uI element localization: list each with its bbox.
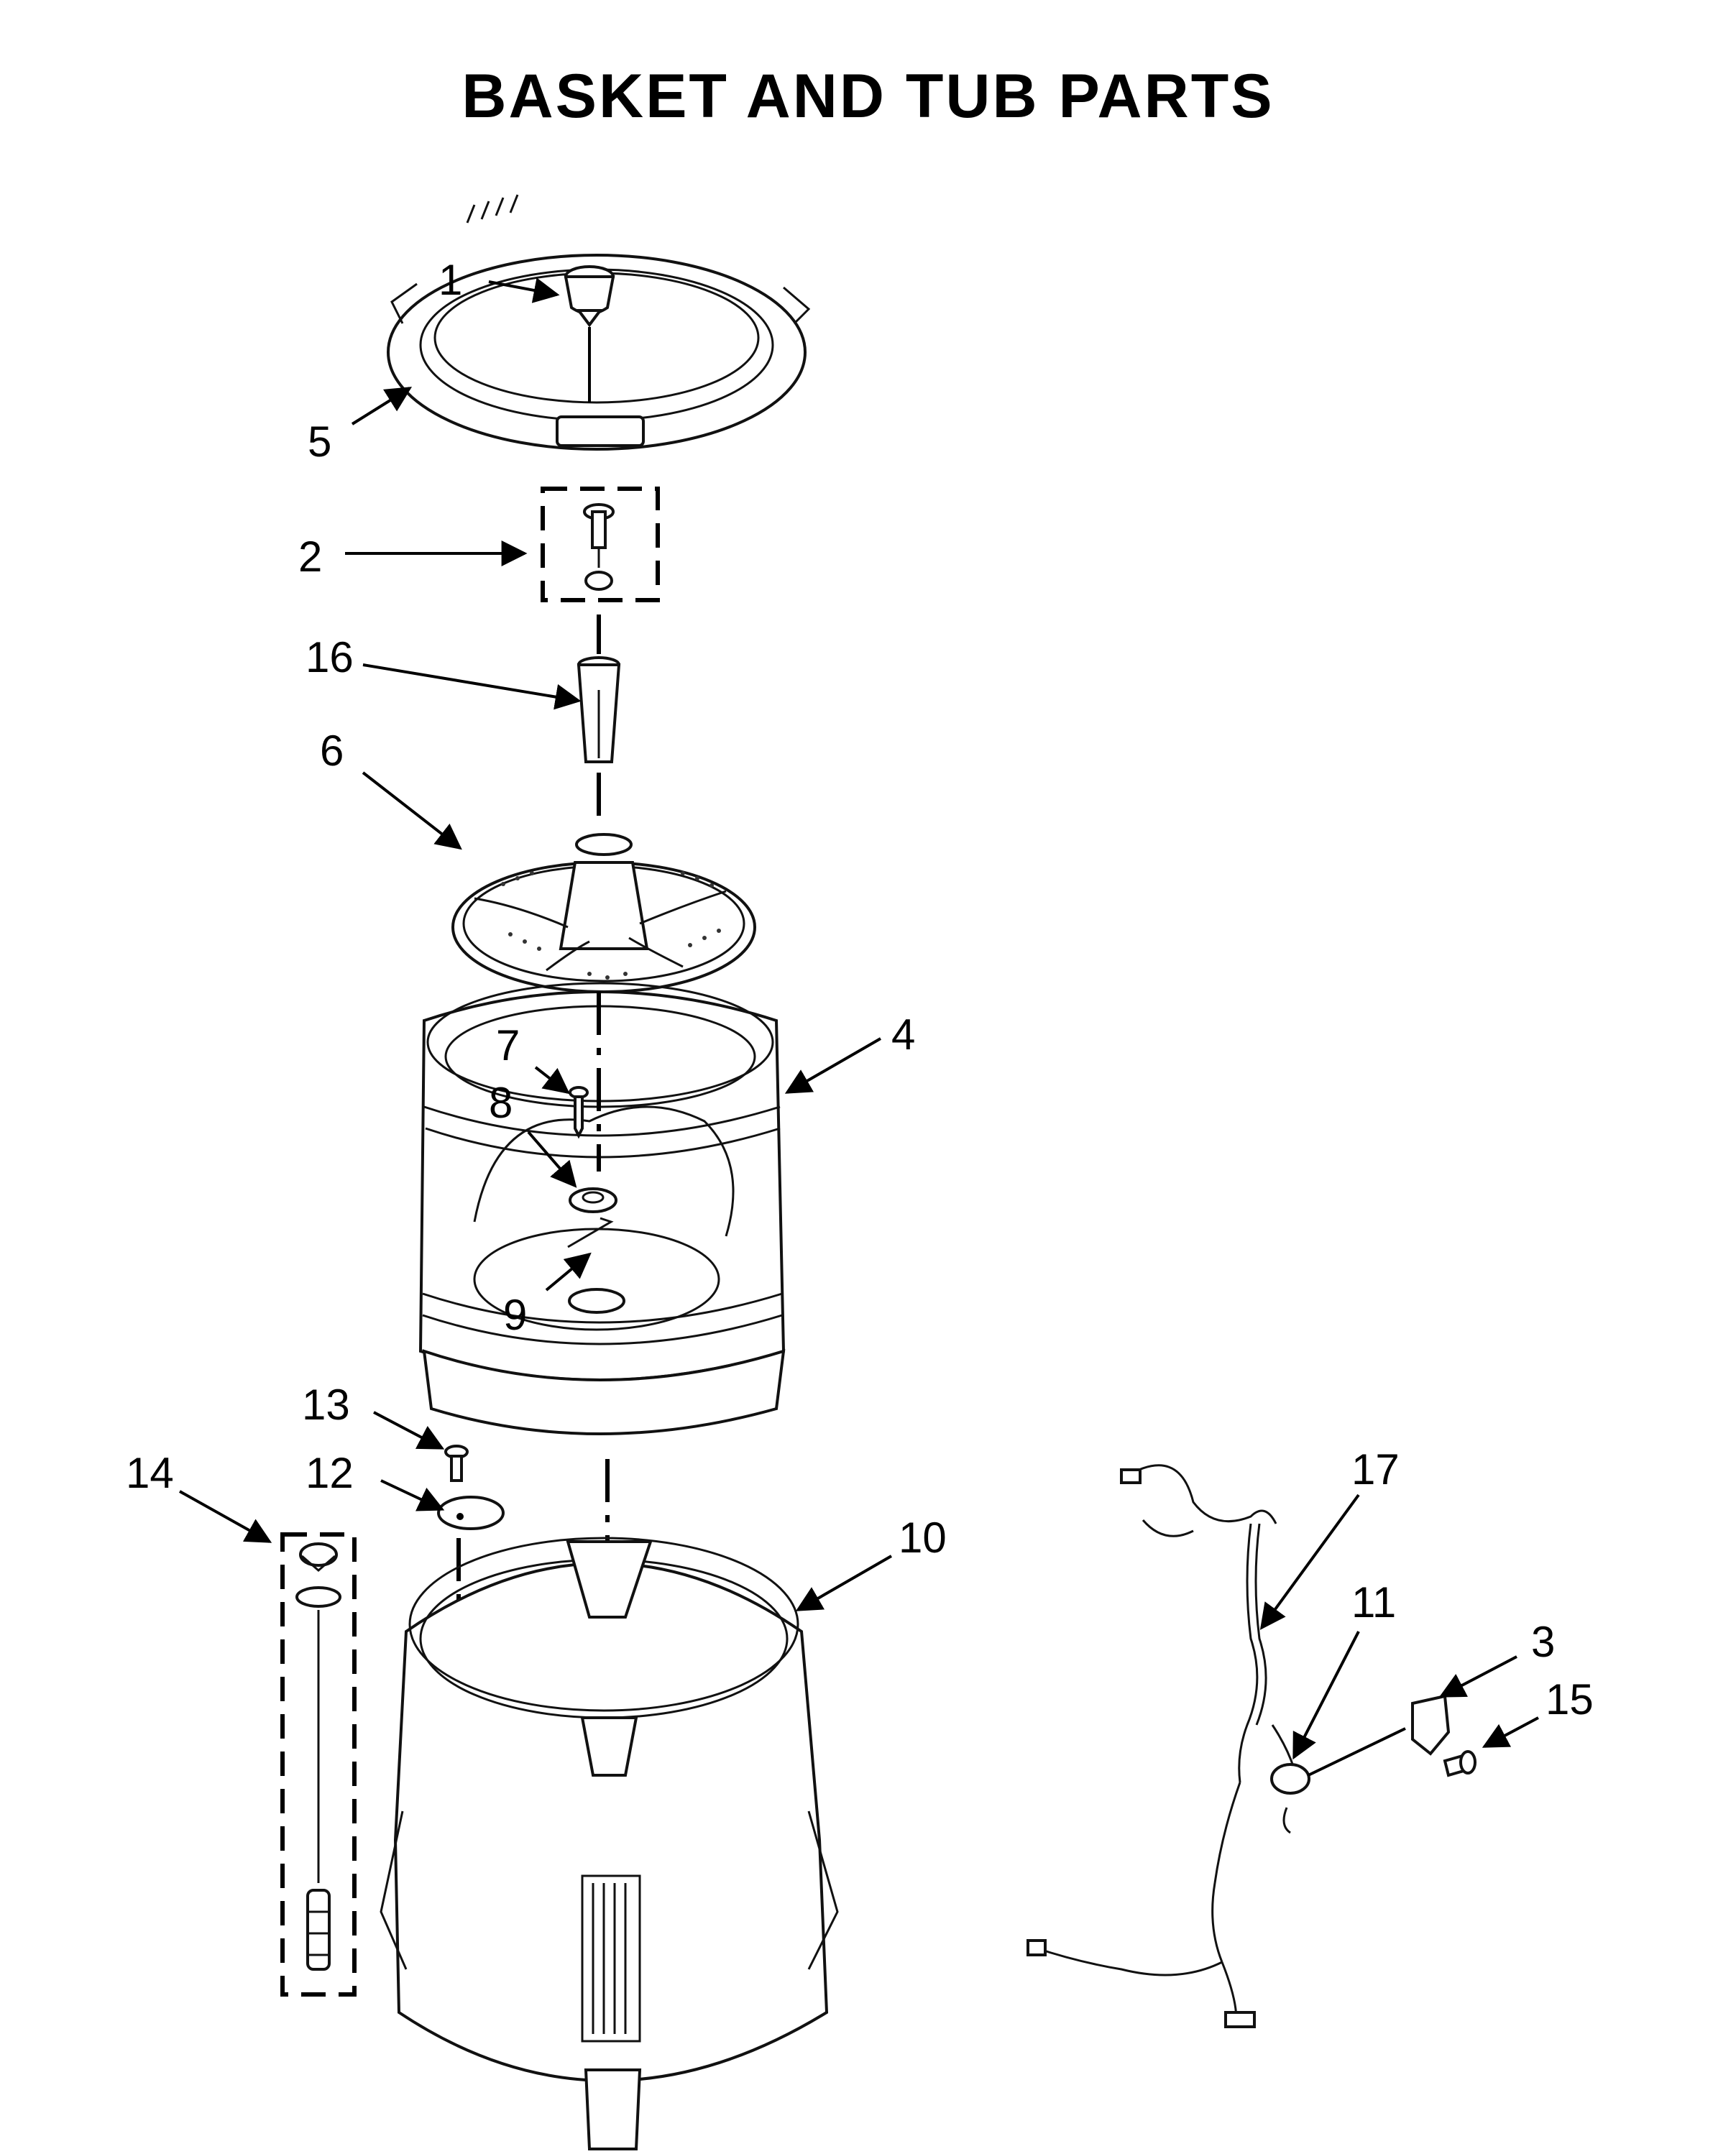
callout-7: 7 <box>496 1021 520 1069</box>
part-13-bolt <box>444 1445 469 1482</box>
leader-3 <box>1438 1655 1517 1698</box>
part-16-drive-bell <box>577 656 621 763</box>
leader-11 <box>1292 1631 1360 1760</box>
leader-16 <box>362 663 582 710</box>
part-5-tub-ring <box>387 194 811 451</box>
callouts: 1 2 3 4 5 6 7 8 9 10 11 12 13 <box>126 256 1594 1760</box>
part-8-hub <box>569 1187 617 1213</box>
leader-15 <box>1482 1716 1539 1748</box>
part-12-plate <box>437 1496 505 1530</box>
callout-5: 5 <box>308 418 331 466</box>
leader-4 <box>784 1037 881 1094</box>
leader-7 <box>534 1066 570 1095</box>
callout-17: 17 <box>1351 1445 1400 1493</box>
part-4-basket <box>418 982 786 1435</box>
leader-6 <box>362 771 462 850</box>
leader-14 <box>179 1490 272 1543</box>
callout-3: 3 <box>1531 1618 1555 1666</box>
callout-8: 8 <box>489 1079 513 1127</box>
part-9-clip <box>567 1217 614 1248</box>
callout-4: 4 <box>891 1011 915 1059</box>
callout-10: 10 <box>899 1514 947 1562</box>
part-7-screw <box>569 1086 589 1139</box>
callout-2: 2 <box>298 533 322 581</box>
callout-15: 15 <box>1546 1675 1594 1723</box>
leader-1 <box>488 277 560 303</box>
callout-13: 13 <box>302 1381 350 1429</box>
callout-14: 14 <box>126 1449 174 1497</box>
part-14-suspension-rod <box>280 1532 357 1997</box>
diagram-title: BASKET AND TUB PARTS <box>461 62 1275 131</box>
part-17-wire-harness <box>1027 1464 1310 2028</box>
callout-11: 11 <box>1351 1578 1396 1626</box>
callout-9: 9 <box>503 1291 527 1339</box>
callout-16: 16 <box>306 633 354 681</box>
part-15-screw <box>1443 1750 1476 1777</box>
callout-12: 12 <box>306 1449 354 1497</box>
impeller-holes <box>501 871 721 980</box>
leader-13 <box>373 1411 445 1450</box>
callout-1: 1 <box>438 256 462 304</box>
basket-drive-hub <box>568 1288 625 1314</box>
leader-5 <box>351 387 413 425</box>
part-1-cap <box>564 265 615 402</box>
part-2-bolt-assembly <box>541 487 660 602</box>
leader-8 <box>527 1131 577 1188</box>
part-6-impeller <box>451 833 756 993</box>
part-3-connector <box>1308 1694 1451 1777</box>
leader-9 <box>545 1252 592 1292</box>
part-10-outer-tub <box>380 1537 839 2150</box>
leader-12 <box>380 1479 445 1511</box>
leader-10 <box>795 1555 892 1611</box>
callout-6: 6 <box>320 727 344 775</box>
leader-17 <box>1259 1493 1360 1630</box>
